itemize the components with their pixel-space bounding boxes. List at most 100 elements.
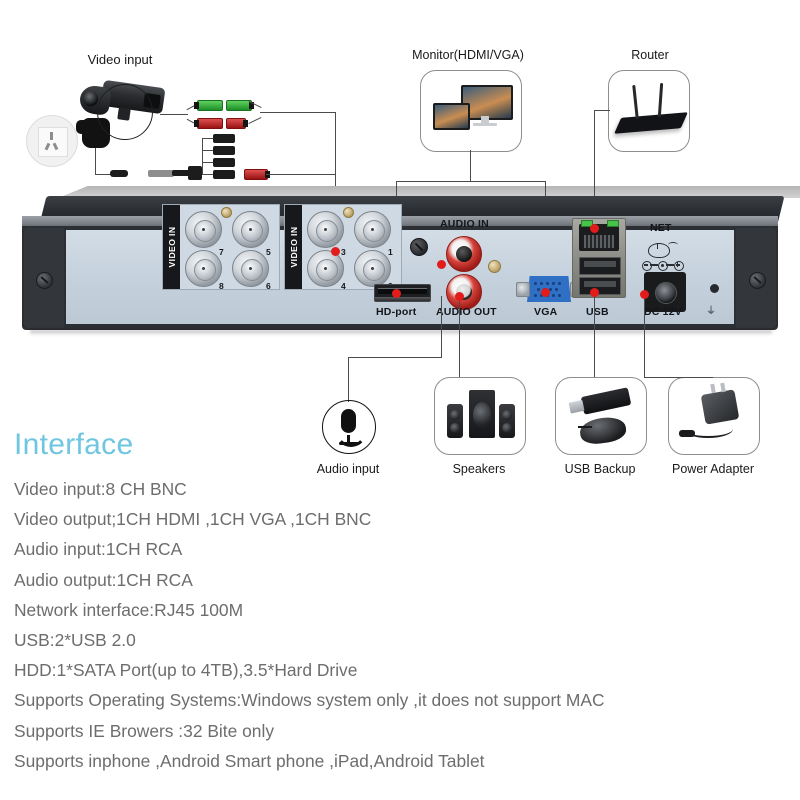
power-splitter bbox=[188, 166, 202, 180]
wire-video-to-dvr bbox=[260, 112, 336, 114]
bnc-port-2[interactable] bbox=[354, 250, 391, 287]
power-adapter-label: Power Adapter bbox=[672, 462, 754, 476]
bnc-num-7: 7 bbox=[219, 247, 224, 257]
dc-polarity-icon bbox=[642, 260, 686, 271]
dot-audio-out bbox=[455, 292, 464, 301]
wire-audioout-down bbox=[459, 298, 461, 378]
interface-spec-list: Video input:8 CH BNC Video output;1CH HD… bbox=[14, 474, 794, 776]
power-connector-red-3 bbox=[244, 169, 270, 180]
spec-line: USB:2*USB 2.0 bbox=[14, 630, 136, 651]
spec-line: Supports Operating Systems:Windows syste… bbox=[14, 690, 605, 711]
wire-split-3 bbox=[202, 162, 214, 164]
wire-dc-down bbox=[644, 299, 646, 377]
monitor-label: Monitor(HDMI/VGA) bbox=[412, 48, 524, 62]
bnc-num-3: 3 bbox=[341, 247, 346, 257]
dot-audio-in bbox=[437, 260, 446, 269]
rj45-port[interactable] bbox=[579, 220, 619, 251]
bnc-num-1: 1 bbox=[388, 247, 393, 257]
power-socket-icon bbox=[26, 115, 78, 167]
wire-join-dn bbox=[248, 117, 262, 125]
net-usb-block bbox=[572, 218, 626, 298]
speakers-label: Speakers bbox=[452, 462, 506, 476]
monitor-icon-box bbox=[420, 70, 522, 152]
vga-label: VGA bbox=[534, 306, 558, 318]
bnc-port-7[interactable] bbox=[185, 211, 222, 248]
video-in-label-right: VIDEO IN bbox=[285, 205, 302, 289]
bnc-num-4: 4 bbox=[341, 281, 346, 291]
hdmi-port[interactable] bbox=[374, 284, 431, 302]
net-label: NET bbox=[650, 222, 672, 234]
audio-out-label: AUDIO OUT bbox=[436, 306, 497, 318]
audio-input-label: Audio input bbox=[316, 462, 380, 476]
spec-line: Audio output:1CH RCA bbox=[14, 569, 193, 590]
audio-out-jack[interactable] bbox=[446, 274, 482, 310]
bnc-num-8: 8 bbox=[219, 281, 224, 291]
bnc-port-5[interactable] bbox=[232, 211, 269, 248]
speakers-icon-box bbox=[434, 377, 526, 455]
usb-backup-icon-box bbox=[555, 377, 647, 455]
power-adapter-icon-box bbox=[668, 377, 760, 455]
split-plug-2 bbox=[213, 146, 235, 155]
panel-tiny-screw-left bbox=[221, 207, 232, 218]
wire-split-1 bbox=[202, 138, 214, 140]
panel-vent-hole bbox=[710, 284, 719, 293]
dc-label: DC 12V bbox=[644, 306, 682, 318]
video-in-group-left: VIDEO IN 7 5 8 6 bbox=[162, 204, 280, 291]
dot-dc bbox=[640, 290, 649, 299]
wire-splitter-trunk bbox=[202, 138, 204, 174]
wire-router-left bbox=[594, 110, 610, 112]
bnc-num-6: 6 bbox=[266, 281, 271, 291]
dot-hdmi bbox=[392, 289, 401, 298]
bnc-connector-green-1 bbox=[194, 100, 223, 111]
spec-line: Video input:8 CH BNC bbox=[14, 479, 187, 499]
router-icon-box bbox=[608, 70, 690, 152]
panel-tiny-screw-right bbox=[343, 207, 354, 218]
floor-shadow bbox=[58, 186, 800, 198]
bnc-port-3[interactable] bbox=[307, 211, 344, 248]
dot-bnc1 bbox=[331, 247, 340, 256]
bnc-port-4[interactable] bbox=[307, 250, 344, 287]
spec-line: Video output;1CH HDMI ,1CH VGA ,1CH BNC bbox=[14, 509, 372, 530]
power-cable-black bbox=[172, 170, 190, 176]
usb-port-1[interactable] bbox=[579, 257, 621, 275]
camera-highlight-ring bbox=[97, 84, 153, 140]
spec-line: HDD:1*SATA Port(up to 4TB),3.5*Hard Driv… bbox=[14, 660, 358, 681]
spec-line: Audio input:1CH RCA bbox=[14, 539, 183, 560]
wire-audioin-left bbox=[348, 357, 442, 359]
panel-tiny-screw-audio bbox=[488, 260, 501, 273]
wire-video-down bbox=[335, 112, 337, 251]
usb-port-2[interactable] bbox=[579, 277, 621, 295]
audio-in-jack[interactable] bbox=[446, 236, 482, 272]
power-inline-connector bbox=[110, 170, 128, 177]
hd-port-label: HD-port bbox=[376, 306, 417, 318]
wire-router-down bbox=[594, 110, 596, 228]
split-plug-1 bbox=[213, 134, 235, 143]
spec-line: Supports inphone ,Android Smart phone ,i… bbox=[14, 750, 485, 771]
wire-split-4 bbox=[202, 174, 214, 176]
bnc-port-6[interactable] bbox=[232, 250, 269, 287]
mouse-glyph-icon bbox=[648, 242, 678, 258]
interface-title: Interface bbox=[14, 428, 134, 461]
wire-camera-out bbox=[160, 114, 188, 116]
bnc-connector-green-2 bbox=[226, 100, 254, 111]
wire-monitor-down bbox=[470, 150, 472, 182]
spec-line: Network interface:RJ45 100M bbox=[14, 599, 244, 620]
panel-screw-center bbox=[410, 238, 428, 256]
wire-split-2 bbox=[202, 150, 214, 152]
wire-mic-down bbox=[348, 357, 350, 402]
dc-power-jack[interactable] bbox=[644, 272, 686, 312]
bnc-port-1[interactable] bbox=[354, 211, 391, 248]
router-label: Router bbox=[631, 48, 669, 62]
microphone-icon-circle bbox=[322, 400, 376, 454]
wire-monitor-split bbox=[396, 181, 546, 183]
wire-audioin-down bbox=[441, 296, 443, 358]
bnc-num-5: 5 bbox=[266, 247, 271, 257]
split-plug-4 bbox=[213, 170, 235, 179]
dot-usb bbox=[590, 288, 599, 297]
wire-usb-down bbox=[594, 297, 596, 377]
usb-backup-label: USB Backup bbox=[564, 462, 636, 476]
dvr-rear-panel: VIDEO IN 7 5 8 6 VIDEO IN 3 1 4 2 HD-por… bbox=[22, 196, 785, 336]
dot-vga bbox=[541, 288, 550, 297]
bnc-port-8[interactable] bbox=[185, 250, 222, 287]
wire-power-to-right bbox=[266, 174, 336, 176]
